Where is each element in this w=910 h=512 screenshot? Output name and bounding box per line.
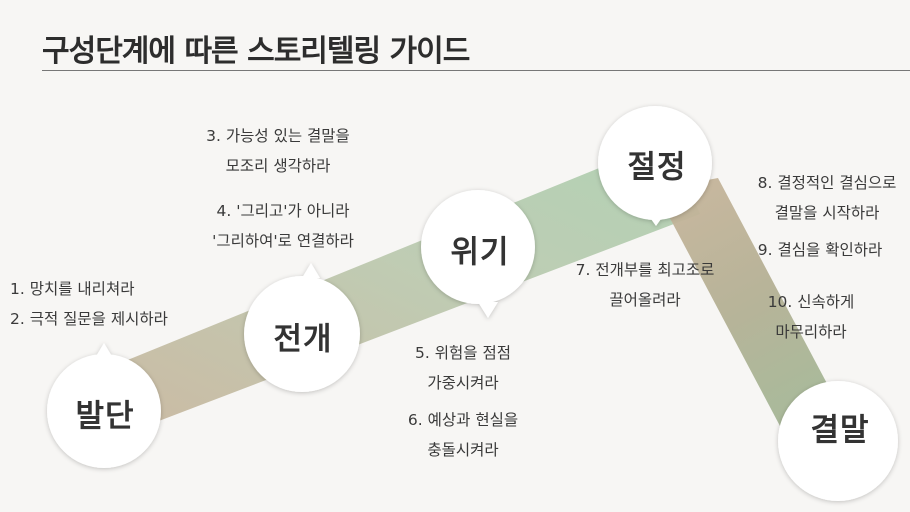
stage-gyeolmal: 결말: [810, 412, 870, 449]
note-line: 1. 망치를 내리쳐라: [10, 280, 135, 298]
note-line: 2. 극적 질문을 제시하라: [10, 310, 168, 328]
note-line: 결말을 시작하라: [774, 204, 880, 222]
falling-band: [655, 178, 840, 426]
note-line: 6. 예상과 현실을: [407, 411, 519, 429]
note-4: 4. '그리고'가 아니라 '그리하여'로 연결하라: [212, 196, 354, 256]
page-title: 구성단계에 따른 스토리텔링 가이드: [42, 34, 470, 69]
note-line: 모조리 생각하라: [225, 157, 331, 175]
note-line: 충돌시켜라: [427, 441, 499, 459]
note-1-2: 1. 망치를 내리쳐라 2. 극적 질문을 제시하라: [10, 274, 168, 334]
note-8: 8. 결정적인 결심으로 결말을 시작하라: [758, 168, 897, 228]
note-10: 10. 신속하게 마무리하라: [768, 287, 855, 347]
circle-jeoljeong: [598, 106, 712, 226]
circle-gyeolmal: [778, 381, 898, 501]
note-6: 6. 예상과 현실을 충돌시켜라: [408, 405, 518, 465]
note-5: 5. 위험을 점점 가중시켜라: [415, 338, 511, 398]
stage-baldan: 발단: [75, 398, 135, 435]
note-3: 3. 가능성 있는 결말을 모조리 생각하라: [206, 121, 350, 181]
note-line: '그리하여'로 연결하라: [212, 232, 354, 250]
stage-jeongae: 전개: [273, 321, 333, 358]
note-9: 9. 결심을 확인하라: [758, 235, 882, 265]
note-line: 8. 결정적인 결심으로: [757, 174, 897, 192]
circle-wigi: [421, 190, 535, 318]
circle-baldan: [47, 343, 161, 468]
stage-wigi: 위기: [450, 234, 510, 271]
title-divider: [42, 70, 910, 71]
note-line: 3. 가능성 있는 결말을: [206, 127, 350, 145]
note-line: 끌어올려라: [609, 291, 681, 309]
note-line: 7. 전개부를 최고조로: [575, 261, 715, 279]
stage-jeoljeong: 절정: [627, 149, 687, 186]
note-line: 가중시켜라: [427, 374, 499, 392]
note-line: 4. '그리고'가 아니라: [216, 202, 350, 220]
note-7: 7. 전개부를 최고조로 끌어올려라: [576, 255, 715, 315]
note-line: 마무리하라: [775, 323, 847, 341]
note-line: 5. 위험을 점점: [415, 344, 511, 362]
note-line: 9. 결심을 확인하라: [757, 241, 883, 259]
circle-jeongae: [244, 263, 360, 392]
note-line: 10. 신속하게: [767, 293, 855, 311]
